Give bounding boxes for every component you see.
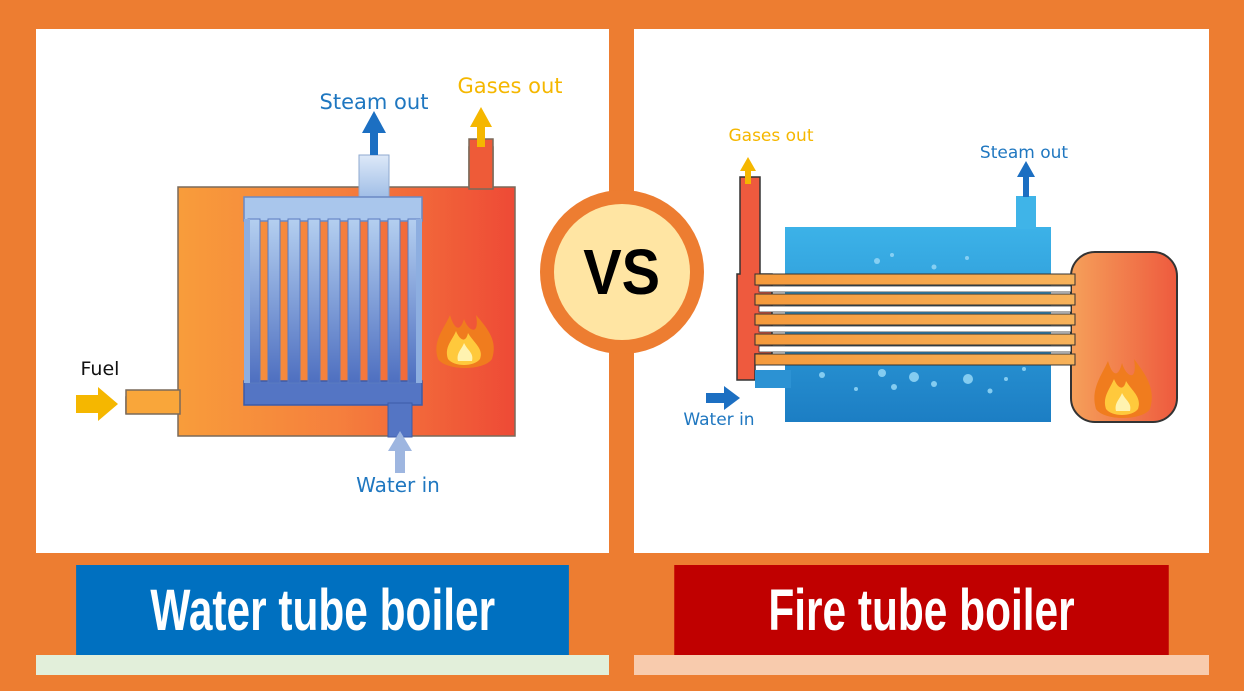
steam-out-label: Steam out bbox=[320, 90, 429, 114]
flame-icon bbox=[436, 315, 494, 368]
gases-out-arrow-icon bbox=[740, 157, 756, 184]
gases-out-label: Gases out bbox=[728, 126, 813, 146]
vs-label: VS bbox=[583, 236, 661, 308]
fire-tube-title-banner: Fire tube boiler bbox=[674, 565, 1169, 655]
water-in-arrow-icon bbox=[388, 431, 412, 473]
fuel-label: Fuel bbox=[81, 358, 120, 380]
gases-out-arrow-icon bbox=[470, 107, 492, 147]
water-bubbles bbox=[819, 253, 1026, 394]
gases-chimney bbox=[468, 138, 494, 190]
water-tubes bbox=[244, 218, 422, 384]
vs-circle: VS bbox=[554, 204, 690, 340]
fuel-inlet-pipe bbox=[125, 389, 181, 415]
steam-out-label: Steam out bbox=[980, 143, 1068, 163]
fire-tube-diagram: Gases out Steam out Water in bbox=[683, 126, 1178, 430]
steam-out-pipe bbox=[358, 154, 390, 200]
bottom-header bbox=[243, 380, 423, 406]
fuel-arrow-icon bbox=[76, 387, 118, 421]
water-in-arrow-icon bbox=[706, 386, 740, 410]
top-header bbox=[243, 196, 423, 222]
water-in-label: Water in bbox=[683, 410, 754, 430]
water-inlet-pipe bbox=[755, 370, 791, 388]
left-bottom-strip bbox=[36, 655, 609, 675]
steam-out-arrow-icon bbox=[362, 111, 386, 155]
fire-tube-diagram-panel: Gases out Steam out Water in bbox=[634, 29, 1209, 553]
steam-outlet-pipe bbox=[1016, 196, 1036, 229]
water-tube-title-banner: Water tube boiler bbox=[76, 565, 569, 655]
water-tube-diagram-panel: Steam out Gases out Fuel Water in bbox=[36, 29, 609, 553]
water-in-label: Water in bbox=[356, 473, 440, 497]
water-tube-diagram: Steam out Gases out Fuel Water in bbox=[76, 74, 563, 497]
flame-icon bbox=[1094, 359, 1152, 418]
vs-badge: VS bbox=[540, 190, 704, 354]
right-bottom-strip bbox=[634, 655, 1209, 675]
steam-out-arrow-icon bbox=[1017, 161, 1035, 197]
water-tube-title: Water tube boiler bbox=[150, 577, 495, 643]
fire-tubes bbox=[754, 273, 1076, 366]
fire-tube-title: Fire tube boiler bbox=[768, 577, 1075, 643]
gases-out-label: Gases out bbox=[457, 74, 562, 98]
